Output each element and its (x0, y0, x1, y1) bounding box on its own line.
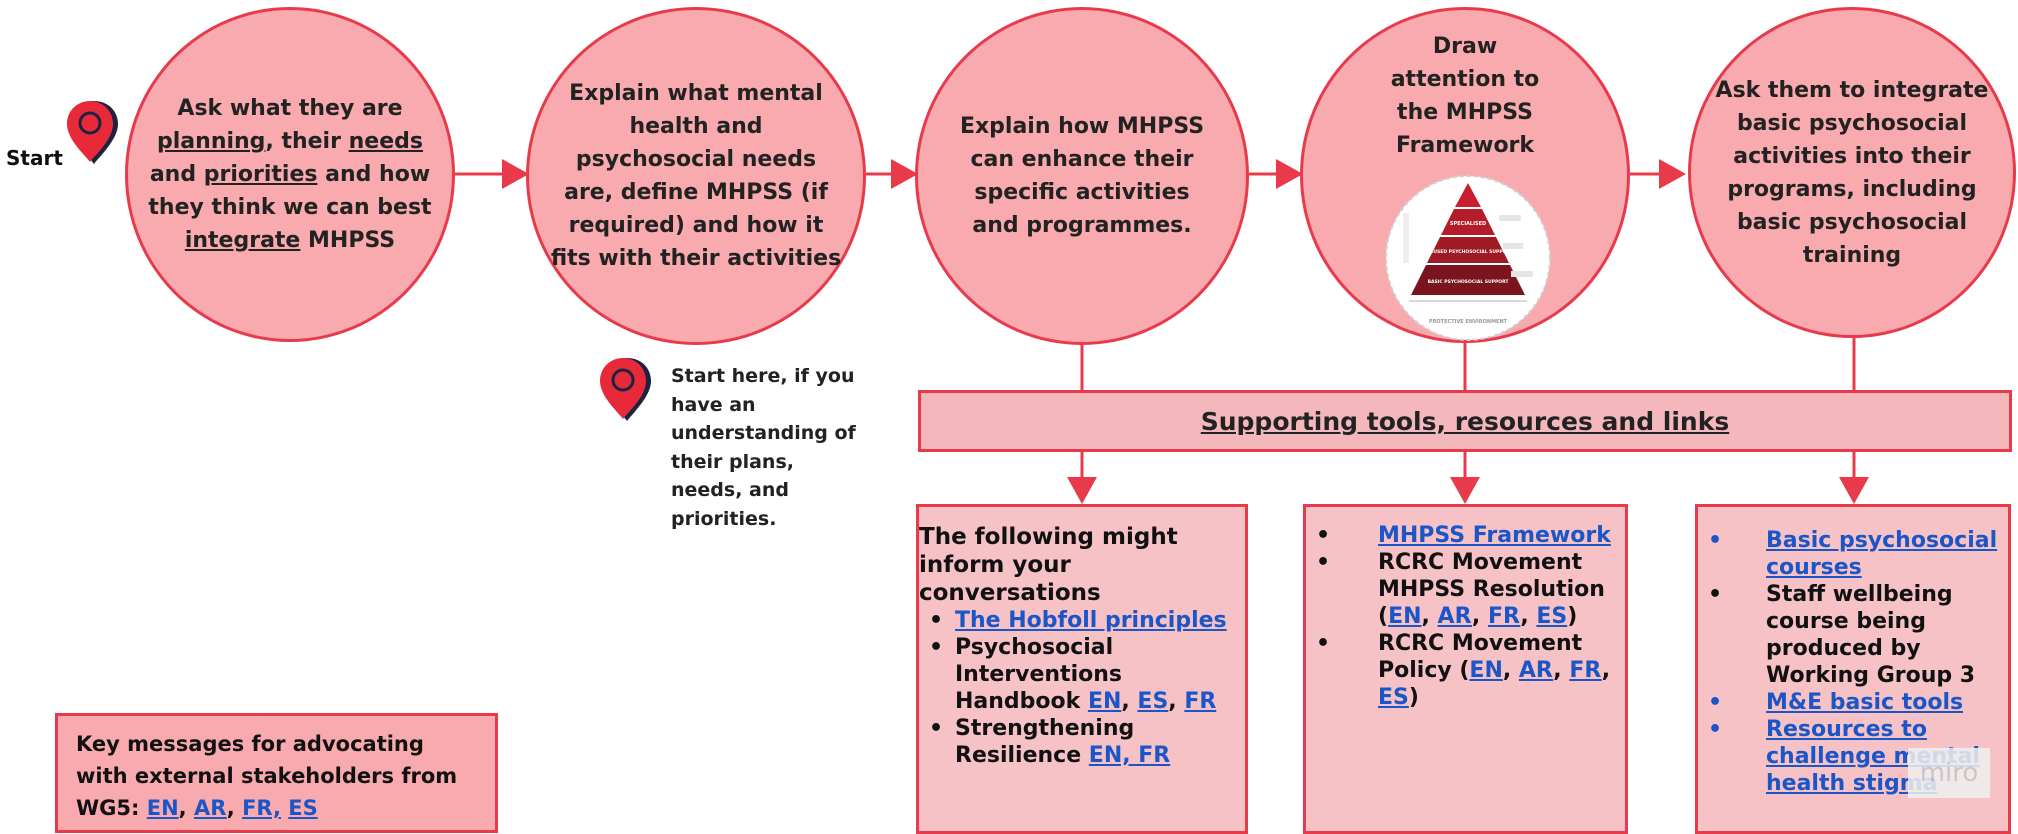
pyramid-level-2: FOCUSED PSYCHOSOCIAL SUPPORT (1423, 249, 1514, 255)
step-1-text: Ask what they are planning, their needs … (148, 96, 432, 253)
step-1-circle[interactable]: Ask what they are planning, their needs … (125, 7, 455, 342)
box3-item-courses: Basic psychosocial courses (1698, 527, 2000, 581)
pyramid-level-3: BASIC PSYCHOSOCIAL SUPPORT (1428, 279, 1510, 285)
policy-fr-link[interactable]: FR (1569, 658, 1602, 683)
policy-en-link[interactable]: EN (1469, 658, 1503, 683)
pih-fr-link[interactable]: FR (1184, 689, 1217, 714)
alt-start-note: Start here, if you have an understanding… (671, 365, 856, 530)
step-5-circle[interactable]: Ask them to integrate basic psychosocial… (1688, 7, 2016, 338)
miro-watermark: miro (1908, 748, 1990, 798)
step-4-circle[interactable]: Draw attention to the MHPSS Framework SP… (1300, 7, 1630, 343)
mhpss-framework-link[interactable]: MHPSS Framework (1378, 523, 1611, 548)
step-3-text: Explain how MHPSS can enhance their spec… (959, 114, 1205, 238)
key-en-link[interactable]: EN (146, 796, 179, 820)
key-messages-box: Key messages for advocating with externa… (55, 713, 498, 833)
box3-item-me: M&E basic tools (1698, 689, 2000, 716)
resources-box-1: The following might inform your conversa… (916, 504, 1248, 834)
resolution-fr-link[interactable]: FR (1487, 604, 1521, 629)
policy-ar-link[interactable]: AR (1518, 658, 1554, 683)
me-basic-tools-link[interactable]: M&E basic tools (1766, 690, 1964, 715)
step-4-text: Draw attention to the MHPSS Framework (1390, 34, 1540, 158)
mhpss-framework-pyramid-image: SPECIALISED FOCUSED PSYCHOSOCIAL SUPPORT… (1385, 175, 1551, 341)
box1-item-hobfoll: The Hobfoll principles (919, 607, 1241, 634)
box2-item-policy: RCRC Movement Policy (EN, AR, FR, ES) (1306, 630, 1617, 711)
location-pin-icon-alt-start (600, 358, 651, 421)
box1-item-strengthening: Strengthening Resilience EN, FR (919, 715, 1241, 769)
start-label: Start (6, 146, 63, 170)
box2-list: MHPSS Framework RCRC Movement MHPSS Reso… (1306, 522, 1617, 711)
box1-list: The Hobfoll principles Psychosocial Inte… (919, 607, 1241, 769)
pih-en-link[interactable]: EN (1087, 689, 1122, 714)
pih-es-link[interactable]: ES (1137, 689, 1169, 714)
step-5-text: Ask them to integrate basic psychosocial… (1715, 77, 1989, 268)
pyramid-footer: PROTECTIVE ENVIRONMENT (1429, 319, 1508, 325)
key-messages-text: Key messages for advocating with externa… (76, 732, 458, 820)
hobfoll-link[interactable]: The Hobfoll principles (955, 608, 1227, 633)
box3-item-wellbeing: Staff wellbeing course being produced by… (1698, 581, 2000, 689)
basic-psychosocial-courses-link[interactable]: Basic psychosocial courses (1766, 528, 1998, 580)
key-fr-link[interactable]: FR, (242, 796, 281, 820)
key-es-link[interactable]: ES (288, 796, 318, 820)
box2-item-framework: MHPSS Framework (1306, 522, 1617, 549)
strengthening-links[interactable]: EN, FR (1088, 743, 1171, 768)
resolution-en-link[interactable]: EN (1388, 604, 1422, 629)
step-2-circle[interactable]: Explain what mental health and psychosoc… (526, 7, 866, 345)
resources-box-2: MHPSS Framework RCRC Movement MHPSS Reso… (1303, 504, 1628, 834)
resolution-ar-link[interactable]: AR (1437, 604, 1472, 629)
supporting-tools-banner[interactable]: Supporting tools, resources and links (918, 390, 2012, 452)
policy-es-link[interactable]: ES (1378, 685, 1409, 710)
step-2-text: Explain what mental health and psychosoc… (550, 81, 842, 271)
step-3-circle[interactable]: Explain how MHPSS can enhance their spec… (915, 7, 1249, 345)
resolution-es-link[interactable]: ES (1536, 604, 1568, 629)
location-pin-icon (67, 101, 118, 164)
box1-intro: The following might inform your conversa… (919, 524, 1178, 606)
key-ar-link[interactable]: AR (193, 796, 227, 820)
box2-item-resolution: RCRC Movement MHPSS Resolution (EN, AR, … (1306, 549, 1617, 630)
box1-item-pih: Psychosocial Interventions Handbook EN, … (919, 634, 1241, 715)
pyramid-level-1: SPECIALISED (1450, 221, 1486, 227)
